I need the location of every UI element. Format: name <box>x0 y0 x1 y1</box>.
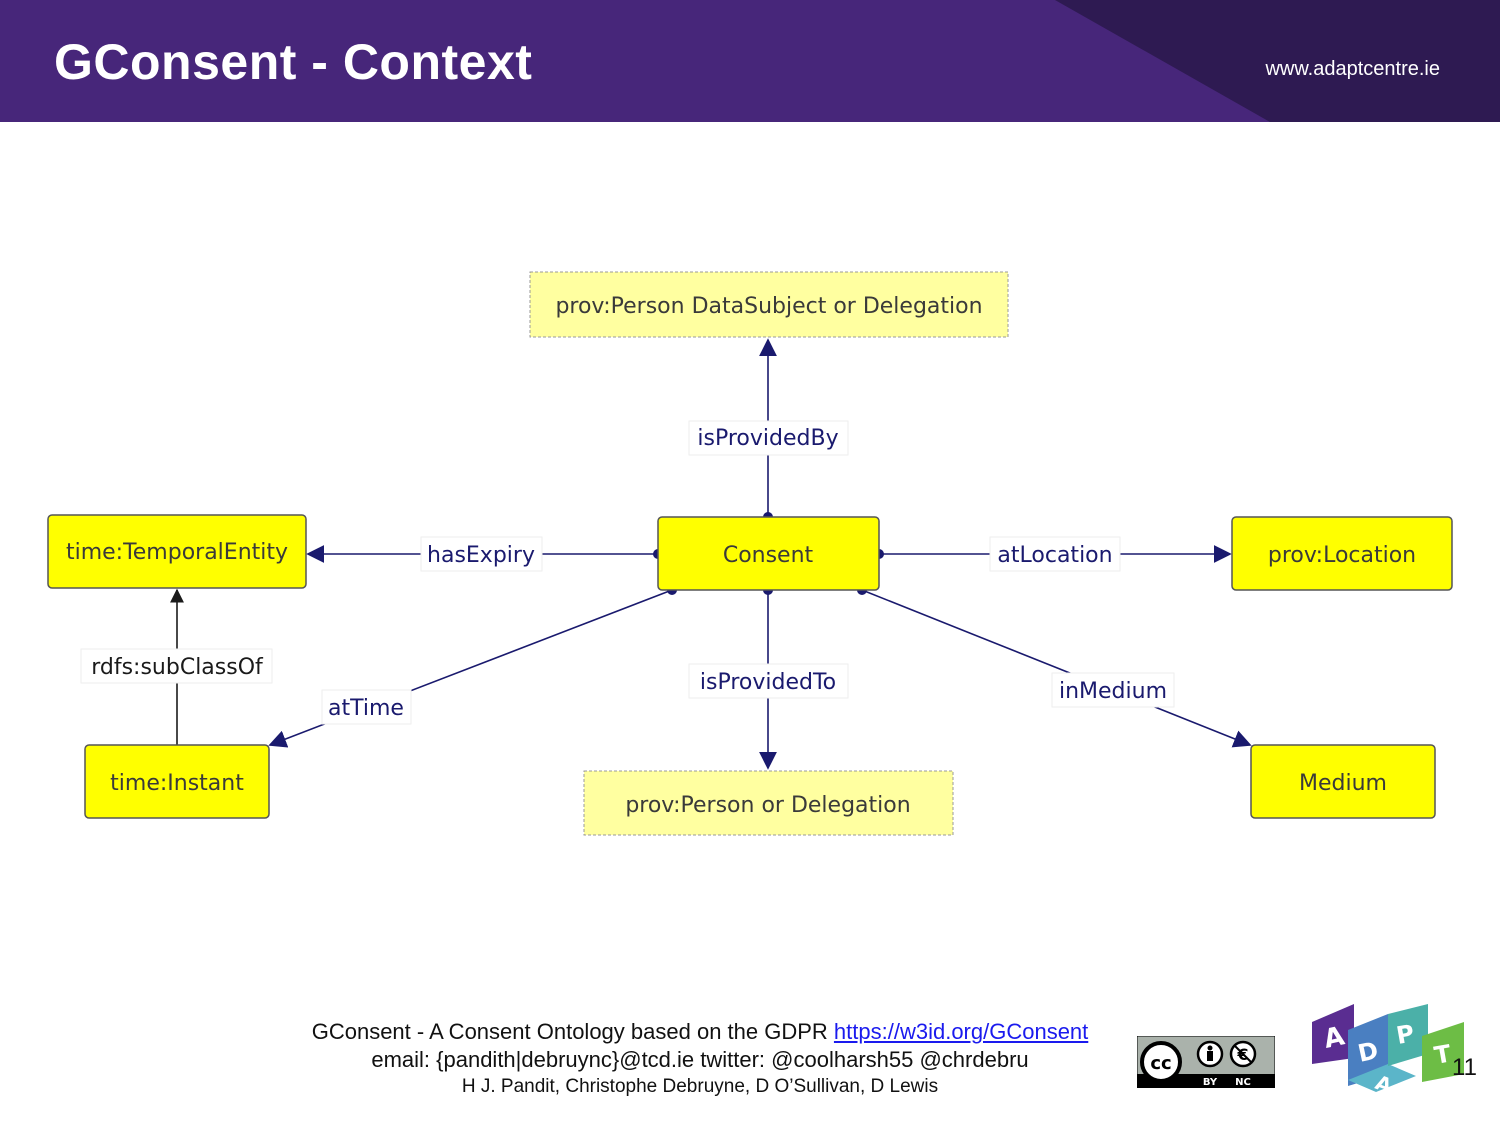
node-temporal-entity[interactable]: time:TemporalEntity <box>47 514 307 589</box>
site-url[interactable]: www.adaptcentre.ie <box>1265 58 1440 80</box>
edge-label-in-medium: inMedium <box>1051 672 1175 708</box>
node-label: prov:Person or Delegation <box>625 793 910 818</box>
edge-label-at-location: atLocation <box>989 536 1121 572</box>
svg-text:atTime: atTime <box>328 696 404 721</box>
node-label: prov:Person DataSubject or Delegation <box>555 294 982 319</box>
svg-text:isProvidedTo: isProvidedTo <box>700 670 836 695</box>
footer-citation: GConsent - A Consent Ontology based on t… <box>311 1019 834 1044</box>
cc-by-nc-badge[interactable]: cc € BY NC <box>1137 1036 1275 1088</box>
svg-text:hasExpiry: hasExpiry <box>427 543 535 568</box>
node-label: time:Instant <box>110 771 244 796</box>
svg-text:NC: NC <box>1235 1077 1251 1088</box>
node-location[interactable]: prov:Location <box>1231 516 1453 591</box>
edge-label-has-expiry: hasExpiry <box>420 536 543 572</box>
node-label: prov:Location <box>1268 543 1416 568</box>
node-label: Medium <box>1299 771 1387 796</box>
svg-text:cc: cc <box>1150 1053 1171 1074</box>
svg-text:T: T <box>1432 1039 1454 1070</box>
node-consent[interactable]: Consent <box>657 516 880 591</box>
slide-title: GConsent - Context <box>54 34 533 90</box>
svg-text:rdfs:subClassOf: rdfs:subClassOf <box>91 655 264 680</box>
node-label: time:TemporalEntity <box>66 540 288 565</box>
node-label: Consent <box>723 543 814 568</box>
slide-footer: GConsent - A Consent Ontology based on t… <box>260 1018 1140 1100</box>
edge-label-is-provided-to: isProvidedTo <box>688 663 849 699</box>
footer-authors: H J. Pandit, Christophe Debruyne, D O’Su… <box>461 1076 939 1097</box>
svg-text:P: P <box>1394 1019 1416 1050</box>
header-accent-shape <box>1055 0 1500 122</box>
adapt-logo: A D A P T <box>1312 1004 1464 1098</box>
node-person-datasubject[interactable]: prov:Person DataSubject or Delegation <box>529 271 1009 338</box>
ontology-diagram: prov:Person DataSubject or Delegation Co… <box>47 271 1453 836</box>
svg-text:atLocation: atLocation <box>997 543 1112 568</box>
edge-label-at-time: atTime <box>321 689 412 725</box>
edge-label-is-provided-by: isProvidedBy <box>688 420 849 456</box>
cc-icon <box>1140 1041 1182 1083</box>
svg-text:isProvidedBy: isProvidedBy <box>697 426 838 451</box>
footer-line-1: GConsent - A Consent Ontology based on t… <box>260 1018 1140 1046</box>
node-medium[interactable]: Medium <box>1250 744 1436 819</box>
svg-text:BY: BY <box>1203 1077 1218 1088</box>
node-person-delegation[interactable]: prov:Person or Delegation <box>583 770 954 836</box>
svg-text:inMedium: inMedium <box>1059 679 1167 704</box>
edge-label-subclass-of: rdfs:subClassOf <box>80 648 273 684</box>
slide-header: GConsent - Context www.adaptcentre.ie <box>0 0 1500 122</box>
footer-contact: email: {pandith|debruync}@tcd.ie twitter… <box>371 1047 1029 1072</box>
edge-in-medium <box>861 589 1252 748</box>
page-number: 11 <box>1452 1054 1477 1081</box>
gconsent-link[interactable]: https://w3id.org/GConsent <box>833 1019 1089 1044</box>
node-instant[interactable]: time:Instant <box>84 744 270 819</box>
